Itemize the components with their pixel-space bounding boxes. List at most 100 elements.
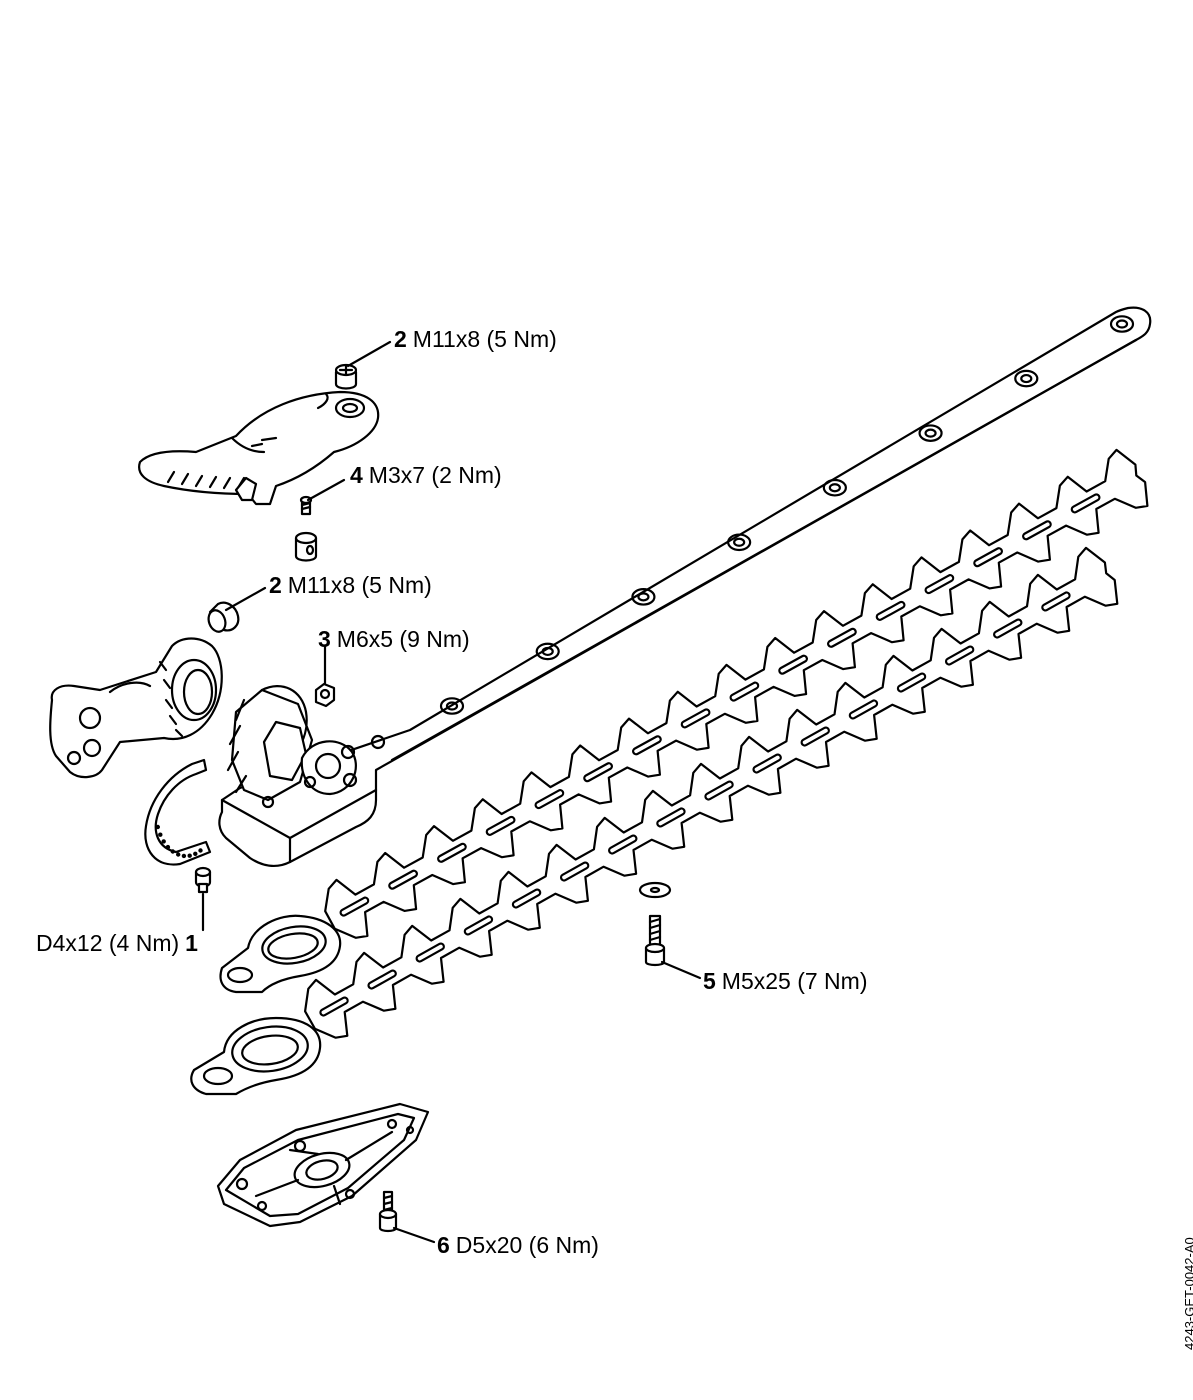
callout-number: 2 [394, 326, 407, 352]
guide-bar [218, 306, 1152, 868]
blade-slot [704, 780, 734, 801]
blade-slot [973, 547, 1003, 568]
base-plate [216, 1102, 430, 1228]
callout-text: M11x8 (5 Nm) [412, 326, 557, 352]
blade-slot [485, 815, 516, 836]
blade-slot [848, 699, 879, 720]
bar-rivet-hole [541, 646, 554, 657]
callout-text: M11x8 (5 Nm) [287, 572, 432, 598]
blade-slot [944, 645, 975, 666]
bar-rivet-hole [727, 533, 752, 552]
screw-plug-middle [207, 601, 240, 633]
blade-slot [729, 681, 760, 702]
blade-slot [752, 753, 782, 774]
bar-rivet-hole [733, 537, 746, 547]
blade-slot [534, 789, 565, 810]
screw-plug-top [334, 363, 358, 390]
bar-rivet-hole [637, 592, 650, 602]
strap-hole [193, 851, 198, 856]
blade-slot [800, 726, 830, 747]
callout-number: 4 [350, 462, 363, 488]
blade-slot [319, 996, 349, 1017]
callout-text: M3x7 (2 Nm) [368, 462, 502, 488]
blade-slot [463, 915, 494, 936]
callout-text: M6x5 (9 Nm) [336, 626, 470, 652]
blade-slot [1041, 591, 1071, 612]
callout-number: 3 [318, 626, 331, 652]
blade-slot [896, 672, 927, 693]
document-reference: 4243-GET-0042-A0 [1182, 1237, 1193, 1350]
blade-slot [367, 969, 397, 990]
clamp-strap [144, 758, 212, 866]
blade-slot [827, 627, 857, 648]
sleeve [294, 531, 318, 562]
bar-rivet-hole [918, 424, 943, 442]
bar-rivet-hole [535, 642, 560, 661]
bar-rivet-hole [439, 697, 465, 715]
lower-cutter-blade [304, 546, 1119, 1039]
blade-slot [583, 762, 613, 783]
blade-slot [656, 807, 686, 828]
blade-slot [608, 834, 638, 855]
callout-number: 2 [269, 572, 282, 598]
callout-text: D5x20 (6 Nm) [455, 1232, 599, 1258]
screw-d5x20 [378, 1190, 398, 1233]
blade-slot [388, 869, 418, 890]
strap-hole [158, 832, 163, 837]
blade-slot [511, 888, 542, 909]
strap-hole [198, 848, 203, 853]
blade-slot [680, 708, 711, 729]
callout-number: 6 [437, 1232, 450, 1258]
strap-hole [187, 853, 192, 858]
bar-rivet-hole [924, 428, 937, 438]
bar-rivet-hole [822, 478, 847, 497]
blade-slot [993, 618, 1023, 639]
strap-hole [155, 824, 160, 830]
upper-cutter-blade [324, 448, 1149, 939]
blade-slot [1022, 520, 1052, 541]
nut-m6x5 [314, 682, 336, 708]
callout-text: M5x25 (7 Nm) [721, 968, 868, 994]
bar-rivet-hole [1020, 373, 1033, 384]
coupling-housing [49, 637, 223, 779]
bar-rivet-hole [1014, 369, 1039, 388]
leader-lines [201, 340, 702, 1244]
bar-rivet-hole [631, 588, 656, 606]
blade-slot [339, 896, 370, 917]
blade-eye-upper [219, 914, 342, 994]
blade-slot [437, 842, 467, 863]
blade-eye-lower [190, 1016, 322, 1096]
bar-rivet-hole [445, 701, 459, 711]
screw-d4x12 [194, 866, 212, 894]
blade-slot [875, 600, 906, 621]
blade-slot [1070, 493, 1101, 514]
bar-rivet-hole [828, 483, 841, 493]
strap-hole [176, 852, 181, 857]
strap-hole [161, 839, 166, 844]
bar-rivet-hole [1115, 319, 1129, 329]
handle-grip [138, 390, 380, 506]
callout-number: 5 [703, 968, 716, 994]
bar-rivet-hole [1109, 315, 1135, 333]
callout-screw-d4x12: D4x12 (4 Nm)1 [36, 932, 198, 955]
callout-text: D4x12 (4 Nm) [36, 930, 180, 956]
strap-hole [170, 849, 175, 854]
blade-slot [778, 654, 808, 675]
callout-number: 1 [185, 930, 198, 956]
strap-hole [165, 844, 171, 850]
blade-slot [559, 861, 590, 882]
screw-m5x25 [644, 914, 666, 967]
blade-slot [924, 574, 955, 595]
gear-housing [226, 685, 386, 809]
strap-hole [181, 853, 187, 859]
washer [638, 881, 672, 899]
blade-slot [632, 735, 662, 756]
